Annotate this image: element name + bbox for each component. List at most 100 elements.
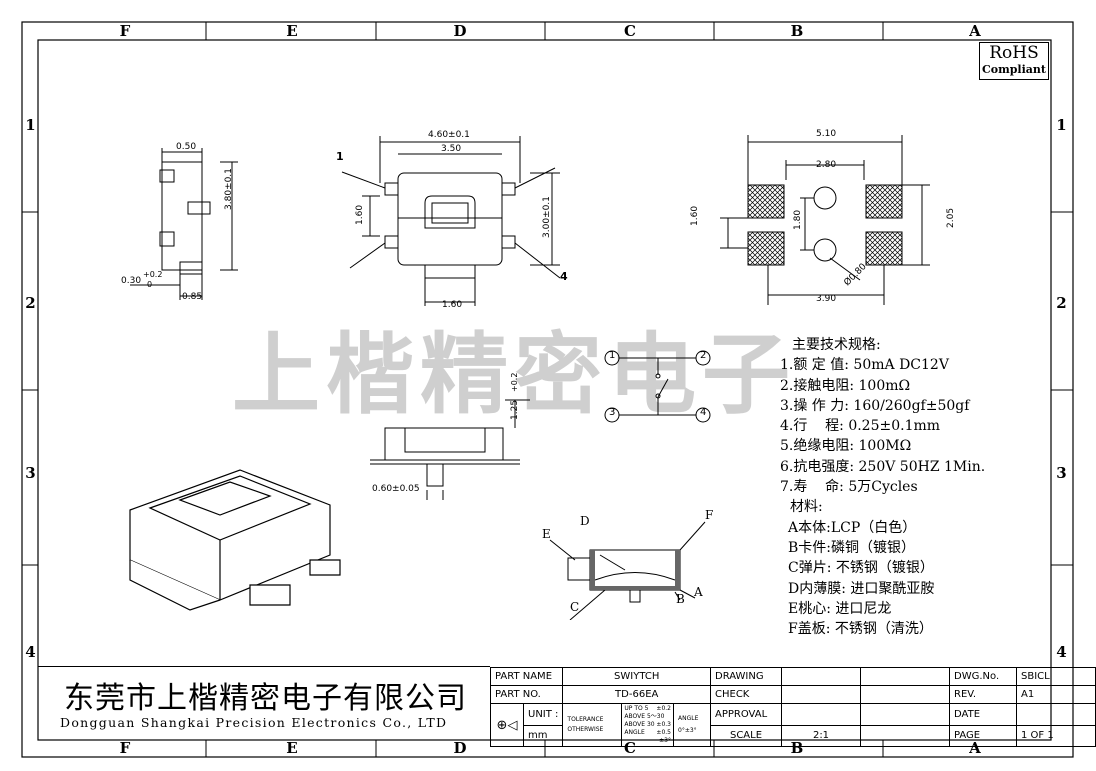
material-item: D内薄膜: 进口聚酰亚胺 xyxy=(788,580,935,597)
pin-1-label: 1 xyxy=(336,150,344,163)
company-name-en: Dongguan Shangkai Precision Electronics … xyxy=(60,715,448,730)
rohs-compliant: Compliant xyxy=(982,63,1046,76)
zone-col-b: B xyxy=(790,22,804,40)
zone-col-c-bottom: C xyxy=(624,739,636,757)
tol-value: ±3° xyxy=(659,737,671,744)
pad-dim-mid: 1.80 xyxy=(793,209,803,230)
rohs-badge: RoHS Compliant xyxy=(979,42,1049,80)
material-item: A本体:LCP（白色） xyxy=(788,519,917,536)
zone-row-2: 2 xyxy=(25,294,36,312)
pad-dim-left: 1.60 xyxy=(690,205,700,226)
otherwise-text: OTHERWISE xyxy=(567,726,604,733)
tolerance-table: UP TO 5 ±0.2 ABOVE 5～30 ±0.3 ABOVE 30 ±0… xyxy=(621,703,674,747)
zone-col-f: F xyxy=(119,22,131,40)
date-label: DATE xyxy=(949,703,1017,726)
tol-range: UP TO 5 xyxy=(624,705,649,712)
projection-icon: ⊕◁ xyxy=(490,703,524,747)
spec-item: 1.额 定 值: 50mA DC12V xyxy=(780,357,949,374)
spec-item: 6.抗电强度: 250V 50HZ 1Min. xyxy=(780,458,986,475)
scale-sign xyxy=(860,724,950,747)
spec-item: 5.绝缘电阻: 100MΩ xyxy=(780,438,912,455)
scale-label: SCALE xyxy=(710,724,782,747)
front-dim-height: 1.25 xyxy=(510,399,520,420)
material-item: F盖板: 不锈钢（清洗） xyxy=(788,621,933,638)
side-dim-bottom: 0.85 xyxy=(182,292,203,302)
page-value: 1 OF 1 xyxy=(1016,724,1096,747)
top-dim-body: 3.50 xyxy=(441,144,462,154)
material-item: B卡件:磷铜（镀银） xyxy=(788,539,916,556)
approval-sign xyxy=(860,703,950,726)
material-item: C弹片: 不锈钢（镀银） xyxy=(788,560,934,577)
unit-label: UNIT : xyxy=(522,703,564,726)
pad-layout xyxy=(720,135,930,305)
tol-range: ANGLE xyxy=(624,729,645,736)
spec-title: 主要技术规格: xyxy=(792,337,881,353)
part-no-label: PART NO. xyxy=(489,685,564,704)
zone-row-1-right: 1 xyxy=(1056,116,1067,134)
drawing-value xyxy=(781,667,861,686)
pad-dim-right: 2.05 xyxy=(946,207,956,228)
spec-item: 7.寿 命: 5万Cycles xyxy=(780,479,918,496)
material-item: E桃心: 进口尼龙 xyxy=(788,600,892,617)
material-title: 材料: xyxy=(790,499,823,516)
dwg-label: DWG.No. xyxy=(949,667,1017,686)
tol-row: UP TO 5 ±0.2 xyxy=(624,705,671,713)
tol-row: ABOVE 30 ±0.5 xyxy=(624,721,671,736)
angle-cell: ANGLE 0°±3° xyxy=(673,703,711,747)
check-label: CHECK xyxy=(710,685,782,704)
circuit-diagram xyxy=(604,350,711,423)
pad-dim-bottom: 3.90 xyxy=(816,294,837,304)
circuit-node-3: 3 xyxy=(609,407,616,418)
side-dim-lead-tol-up: +0.2 xyxy=(143,270,163,279)
check-value xyxy=(781,685,861,704)
angle-value: 0°±3° xyxy=(678,727,697,734)
rohs-title: RoHS xyxy=(989,43,1039,63)
isometric-view xyxy=(129,469,341,611)
side-dim-top: 0.50 xyxy=(176,142,197,152)
top-dim-left: 1.60 xyxy=(355,204,365,225)
rev-value: A1 xyxy=(1016,685,1096,704)
scale-value: 2:1 xyxy=(781,724,861,747)
company-block: 东莞市上楷精密电子有限公司 Dongguan Shangkai Precisio… xyxy=(38,666,490,740)
unit-value: mm xyxy=(522,724,564,747)
circuit-node-1: 1 xyxy=(609,350,616,361)
spec-item: 4.行 程: 0.25±0.1mm xyxy=(780,418,941,435)
zone-col-d-bottom: D xyxy=(453,739,467,757)
company-name-cn: 东莞市上楷精密电子有限公司 xyxy=(64,681,467,716)
spec-block: 主要技术规格: 1.额 定 值: 50mA DC12V 2.接触电阻: 100m… xyxy=(780,335,985,639)
zone-col-e-bottom: E xyxy=(286,739,298,757)
section-label-c: C xyxy=(570,600,580,614)
pin-4-label: 4 xyxy=(560,270,568,283)
part-name-value: SWIYTCH xyxy=(562,667,711,686)
tol-value: ±0.3 xyxy=(656,721,671,728)
drawing-sign xyxy=(860,667,950,686)
check-sign xyxy=(860,685,950,704)
front-dim-tol-up: +0.2 xyxy=(510,372,519,392)
tolerance-label: TOLERANCE OTHERWISE xyxy=(562,703,623,747)
tol-value: ±0.5 xyxy=(656,729,671,736)
zone-row-2-right: 2 xyxy=(1056,294,1067,312)
spec-item: 3.操 作 力: 160/260gf±50gf xyxy=(780,397,970,414)
side-dim-lead-tol-dn: 0 xyxy=(147,280,153,289)
front-view xyxy=(370,399,530,500)
zone-col-e: E xyxy=(286,22,298,40)
zone-col-c: C xyxy=(624,22,636,40)
zone-row-4: 4 xyxy=(25,643,36,661)
pad-dim-inner: 2.80 xyxy=(816,160,837,170)
tol-row: ABOVE 5～30 ±0.3 xyxy=(624,713,671,728)
zone-col-a-bottom: A xyxy=(969,739,981,757)
top-dim-right: 3.00±0.1 xyxy=(542,196,552,238)
circuit-node-2: 2 xyxy=(700,350,707,361)
angle-label: ANGLE xyxy=(678,715,699,722)
tol-row: ANGLE ±3° xyxy=(624,729,671,744)
front-dim-stem: 0.60±0.05 xyxy=(372,484,420,494)
tolerance-text: TOLERANCE xyxy=(567,716,604,723)
section-view xyxy=(549,521,706,620)
drawing-label: DRAWING xyxy=(710,667,782,686)
zone-col-d: D xyxy=(453,22,467,40)
part-no-value: TD-66EA xyxy=(562,685,711,704)
pad-dim-width: 5.10 xyxy=(816,129,837,139)
tol-range: ABOVE 30 xyxy=(624,721,655,728)
zone-row-4-right: 4 xyxy=(1056,643,1067,661)
section-label-b: B xyxy=(676,592,685,606)
